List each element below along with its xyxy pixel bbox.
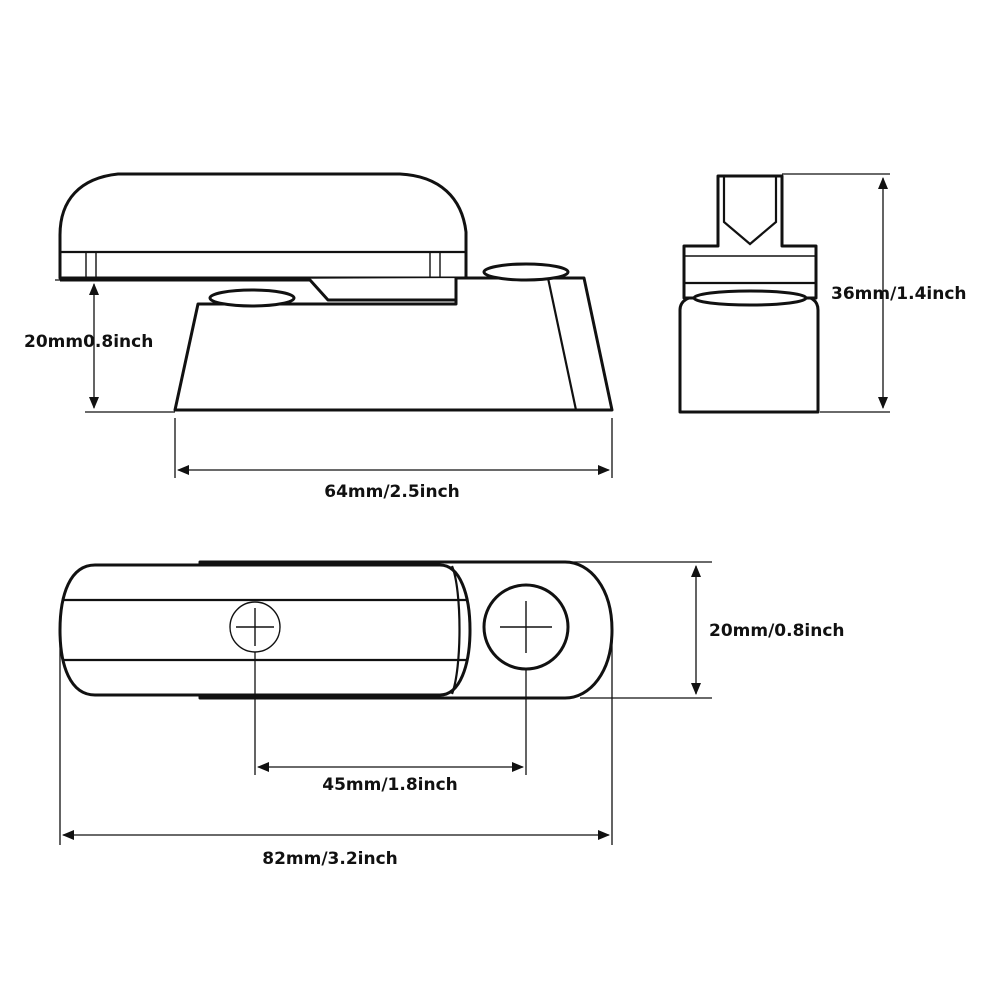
side-view: 20mm0.8inch 64mm/2.5inch — [24, 172, 614, 502]
end-view-base — [678, 294, 820, 414]
end-tab-notch — [722, 176, 778, 246]
screw-head-left — [208, 288, 296, 308]
base-edge-line — [546, 277, 578, 411]
top-width-label: 20mm/0.8inch — [709, 621, 845, 641]
side-height-label: 20mm0.8inch — [24, 332, 153, 352]
hole-spacing-label: 45mm/1.8inch — [322, 775, 458, 795]
end-view: 36mm/1.4inch — [678, 173, 967, 414]
end-view-cap — [682, 174, 818, 300]
top-view-cap — [58, 563, 472, 697]
side-view-cap — [58, 172, 468, 280]
screw-head-right — [482, 262, 570, 282]
end-height-label: 36mm/1.4inch — [831, 284, 967, 304]
end-view-screw-head — [692, 289, 808, 307]
side-length-label: 64mm/2.5inch — [324, 482, 460, 502]
cap-end-curve — [450, 565, 461, 695]
overall-length-label: 82mm/3.2inch — [262, 849, 398, 869]
top-view: 20mm/0.8inch 45mm/1.8inch 82mm/3.2inch — [58, 560, 845, 869]
